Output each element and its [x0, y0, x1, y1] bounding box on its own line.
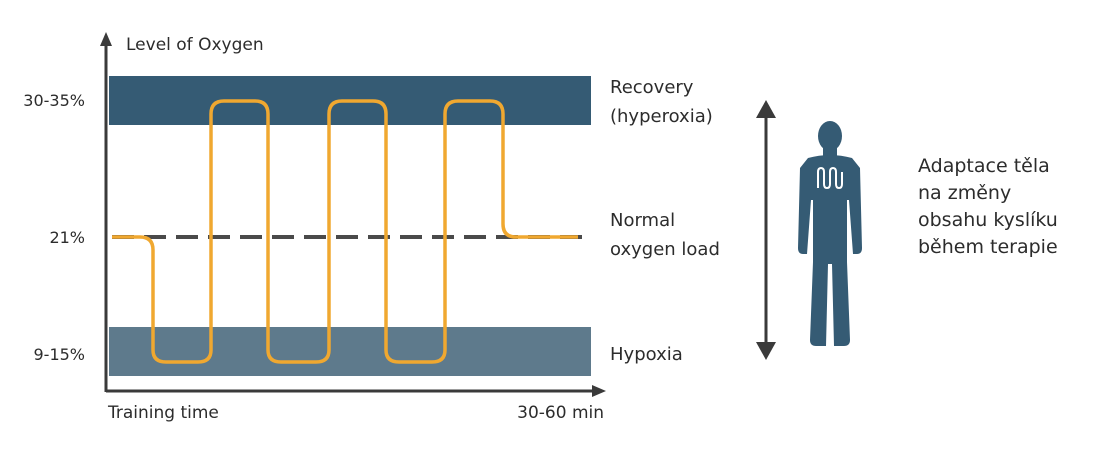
oxygen-level-curve — [112, 99, 578, 364]
human-figure-icon — [798, 121, 862, 346]
tick-low: 9-15% — [33, 345, 85, 364]
double-arrow-icon — [756, 100, 776, 360]
tick-high: 30-35% — [23, 91, 85, 110]
hypoxia-band — [109, 327, 591, 376]
normal-label-line-1: Normal — [610, 210, 675, 231]
y-axis-title: Level of Oxygen — [126, 35, 264, 55]
adaptation-note-line-4: během terapie — [918, 236, 1058, 258]
hypoxia-label: Hypoxia — [610, 344, 683, 365]
tick-normal: 21% — [49, 228, 85, 247]
recovery-label-line-1: Recovery — [610, 77, 694, 98]
adaptation-note-line-1: Adaptace těla — [918, 155, 1050, 177]
x-axis-arrow-icon — [592, 385, 606, 397]
recovery-label-line-2: (hyperoxia) — [610, 106, 713, 127]
x-axis-end-label: 30-60 min — [517, 403, 604, 423]
normal-label-line-2: oxygen load — [610, 239, 720, 260]
x-axis-start-label: Training time — [107, 403, 219, 423]
axes — [100, 32, 606, 397]
adaptation-note-line-3: obsahu kyslíku — [918, 209, 1058, 231]
adaptation-note-line-2: na změny — [918, 182, 1011, 204]
y-axis-arrow-icon — [100, 32, 112, 46]
